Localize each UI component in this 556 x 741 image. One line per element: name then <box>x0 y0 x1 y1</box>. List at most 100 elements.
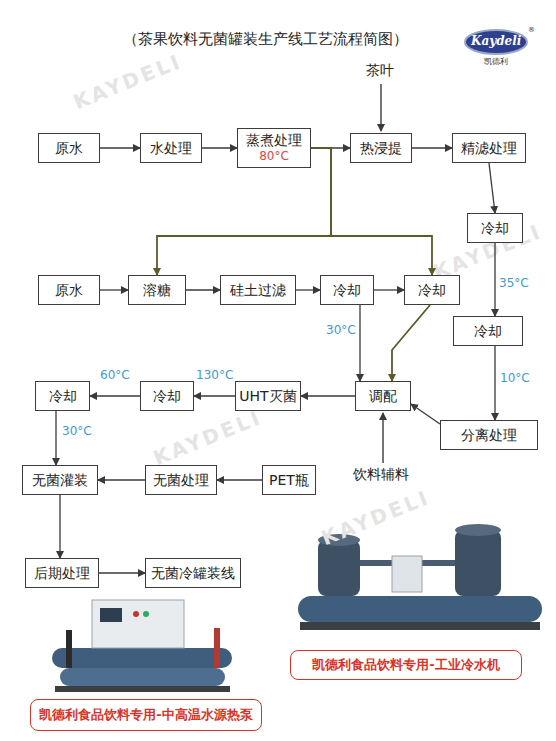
temperature-text: 80°C <box>259 149 289 163</box>
logo-text: Kaydeli <box>471 34 521 48</box>
flow-arrow <box>55 411 56 465</box>
flow-arrow <box>494 243 495 316</box>
flow-arrow <box>186 289 220 290</box>
node-text: 无菌冷罐装线 <box>151 565 235 582</box>
watermark: KAYDELI <box>70 49 186 114</box>
flow-arrow <box>157 148 331 275</box>
process-box: 精滤处理 <box>452 133 526 163</box>
process-box: 原水 <box>38 275 100 305</box>
temperature-label: 10°C <box>500 371 530 385</box>
process-box: 后期处理 <box>25 558 99 588</box>
flow-arrow <box>194 395 235 396</box>
process-box: 冷却 <box>453 316 523 346</box>
machine-frame <box>300 622 540 630</box>
flow-arrow <box>489 163 495 213</box>
flow-arrow <box>311 148 432 275</box>
machine-pipe <box>66 630 72 668</box>
node-text: 原水 <box>55 282 83 299</box>
node-text: 无菌灌装 <box>32 472 88 489</box>
node-text: 水处理 <box>150 140 192 157</box>
control-button <box>133 611 139 617</box>
node-text: 冷却 <box>49 388 77 405</box>
product-caption: 凯德利食品饮料专用-中高温水源热泵 <box>30 699 262 731</box>
control-screen <box>100 608 122 622</box>
flow-arrow <box>217 479 262 480</box>
node-text: 硅土过滤 <box>230 282 286 299</box>
flow-arrow <box>99 572 145 573</box>
diagram-title: （茶果饮料无菌罐装生产线工艺流程简图） <box>40 30 490 49</box>
machine-pipe <box>214 628 220 668</box>
node-text: 后期处理 <box>34 565 90 582</box>
node-text: 分离处理 <box>461 427 517 444</box>
control-cabinet <box>92 600 184 648</box>
logo-mark: ® <box>528 26 535 34</box>
temperature-label: 35°C <box>499 276 529 290</box>
input-arrow <box>380 84 381 131</box>
flow-arrow <box>98 479 145 480</box>
node-text: 冷却 <box>153 388 181 405</box>
flow-arrow <box>359 305 360 381</box>
process-box: UHT灭菌 <box>235 381 301 411</box>
control-button <box>143 611 149 617</box>
node-text: 冷却 <box>481 220 509 237</box>
process-box: 分离处理 <box>440 420 538 450</box>
node-text: 冷却 <box>333 282 361 299</box>
logo-text: 凯德利 <box>484 56 508 67</box>
flow-arrow <box>100 147 140 148</box>
process-box: PET瓶 <box>262 465 316 495</box>
flow-arrow <box>90 395 140 396</box>
flow-arrow <box>374 289 404 290</box>
flow-arrow <box>301 395 355 396</box>
node-text: 蒸煮处理 <box>246 132 302 149</box>
flow-arrow <box>392 305 430 381</box>
node-text: 凯德利食品饮料专用-工业冷水机 <box>312 657 499 673</box>
process-box: 冷却 <box>35 381 90 411</box>
compressor <box>318 540 360 596</box>
node-text: 调配 <box>369 388 397 405</box>
node-text: 精滤处理 <box>461 140 517 157</box>
temperature-label: 30°C <box>62 424 92 438</box>
flow-arrow <box>412 147 452 148</box>
process-box: 热浸提 <box>350 133 412 163</box>
compressor <box>455 530 501 596</box>
watermark: KAYDELI <box>150 405 266 470</box>
node-text: 凯德利食品饮料专用-中高温水源热泵 <box>39 707 252 723</box>
process-box: 无菌灌装 <box>22 465 98 495</box>
flow-arrow <box>311 147 350 148</box>
flow-arrow <box>100 289 128 290</box>
flow-arrow <box>59 495 60 558</box>
process-box: 水处理 <box>140 133 202 163</box>
ingredient-label: 饮料辅料 <box>353 466 409 484</box>
flow-arrow <box>494 346 495 420</box>
node-text: 冷却 <box>474 323 502 340</box>
machine-cylinder <box>52 648 232 668</box>
watermark: KAYDELI <box>318 485 434 550</box>
process-box: 溶糖 <box>128 275 186 305</box>
process-box: 冷却 <box>320 275 374 305</box>
process-box: 冷却 <box>467 213 523 243</box>
process-box: 冷却 <box>404 275 460 305</box>
machine-cylinder <box>298 596 542 622</box>
process-box: 蒸煮处理80°C <box>237 128 311 168</box>
node-text: 溶糖 <box>143 282 171 299</box>
node-text: 原水 <box>55 140 83 157</box>
process-box: 无菌冷罐装线 <box>145 558 241 588</box>
process-box: 冷却 <box>140 381 194 411</box>
flow-arrow <box>411 404 440 424</box>
process-box: 调配 <box>355 381 411 411</box>
input-arrow <box>382 413 383 463</box>
product-caption: 凯德利食品饮料专用-工业冷水机 <box>290 650 522 680</box>
control-panel <box>392 556 422 592</box>
compressor-cap <box>455 524 501 536</box>
process-box: 无菌处理 <box>145 465 217 495</box>
ingredient-label: 茶叶 <box>366 62 394 80</box>
logo-oval <box>465 30 527 54</box>
process-box: 原水 <box>38 133 100 163</box>
node-text: PET瓶 <box>269 472 309 489</box>
temperature-label: 130°C <box>196 368 233 382</box>
node-text: 热浸提 <box>360 140 402 157</box>
node-text: 无菌处理 <box>153 472 209 489</box>
temperature-label: 30°C <box>326 323 356 337</box>
